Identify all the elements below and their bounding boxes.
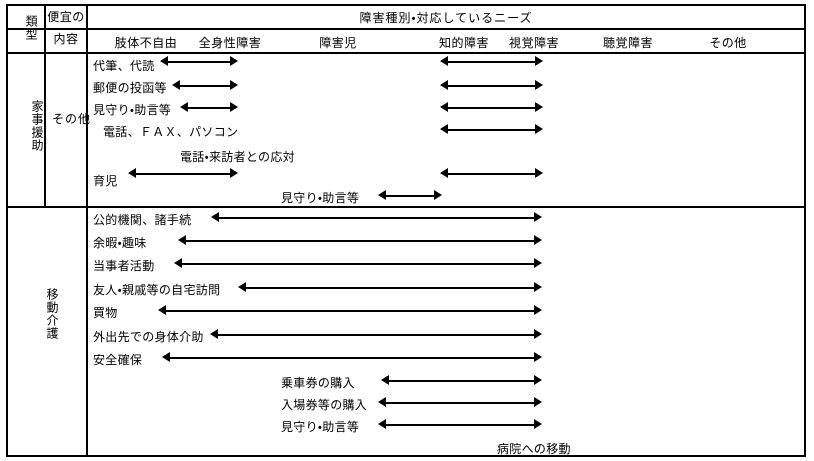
header-col-2: 障害児 (319, 36, 357, 50)
section-1-row-10-label: 病院への移動 (497, 442, 571, 456)
section-1-type-label: 移動介護 (45, 288, 59, 340)
section-0-type-label: 家事援助 (30, 100, 44, 152)
section-1-row-1-label: 余暇・趣味 (93, 236, 147, 250)
header-col-type-label: 類型 (24, 15, 39, 41)
header-col-3: 知的障害 (438, 36, 489, 50)
table-outer-border (6, 4, 806, 457)
section-1-row-3-label: 友人・親戚等の自宅訪問 (93, 283, 221, 297)
section-1-row-8-label: 入場券等の購入 (281, 398, 368, 412)
rule-col-content-right (86, 4, 88, 207)
rule-section-divider (6, 206, 806, 208)
header-col-4: 視覚障害 (508, 36, 559, 50)
header-col-content-line2: 内容 (53, 32, 79, 46)
section-1-row-5-label: 外出先での身体介助 (93, 330, 204, 344)
section-0-row-4-label: 電話・来訪者との応対 (180, 150, 295, 164)
section-0-row-1-label: 郵便の投函等 (93, 81, 167, 95)
section-0-row-5-label: 育児 (93, 174, 118, 188)
header-col-0: 肢体不自由 (114, 36, 178, 50)
section-0-row-3-label: 電話、ＦＡＸ、パソコン (103, 125, 239, 139)
section-0-row-6-label: 見守り・助言等 (281, 191, 360, 205)
header-col-5: 聴覚障害 (602, 36, 653, 50)
section-0-content-label: その他 (52, 112, 92, 126)
rule-col-matrix-left (86, 206, 88, 457)
section-1-row-6-label: 安全確保 (93, 353, 143, 367)
header-col-content-line1: 便宜の (47, 10, 85, 24)
header-group-title: 障害種別・対応しているニーズ (359, 11, 533, 25)
rule-col-type-right (44, 4, 46, 207)
section-1-row-2-label: 当事者活動 (93, 259, 155, 273)
header-col-1: 全身性障害 (198, 36, 262, 50)
section-1-row-0-label: 公的機関、諸手続 (93, 213, 192, 227)
section-0-row-2-label: 見守り・助言等 (93, 103, 172, 117)
section-0-row-0-label: 代筆、代読 (93, 59, 155, 73)
rule-header-bottom (6, 52, 806, 54)
section-1-row-7-label: 乗車券の購入 (281, 376, 355, 390)
header-col-6: その他 (709, 36, 747, 50)
rule-header-group-bottom (6, 28, 806, 30)
section-1-row-4-label: 買物 (93, 306, 118, 320)
section-1-row-9-label: 見守り・助言等 (281, 420, 360, 434)
